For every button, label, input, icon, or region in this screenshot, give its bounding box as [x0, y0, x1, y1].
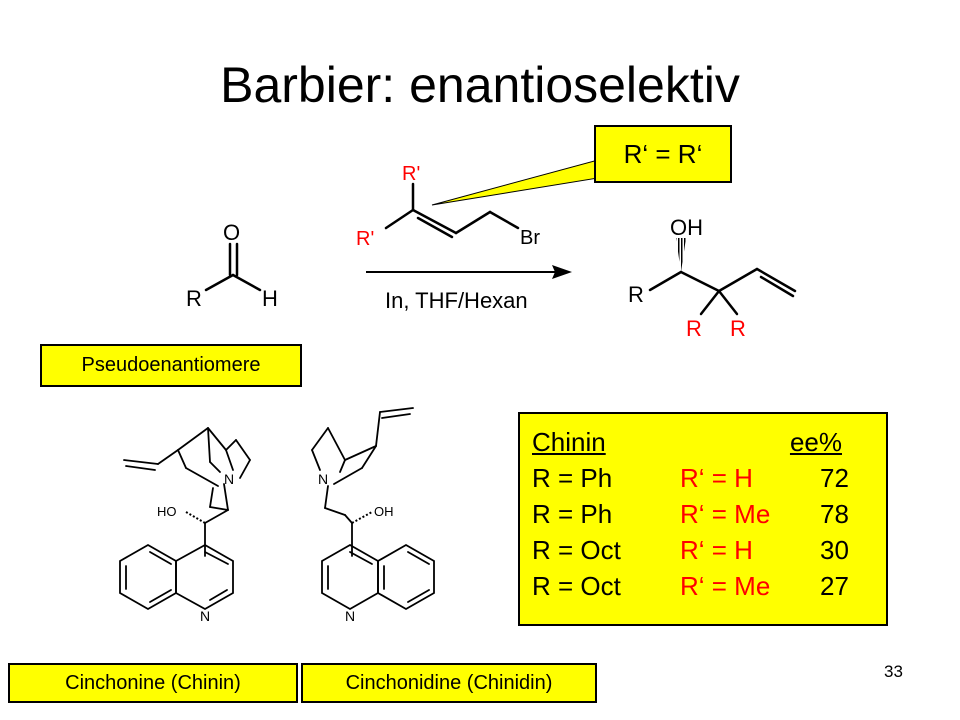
product-r-red-2: R	[730, 316, 746, 341]
product-oh: OH	[670, 215, 703, 240]
reaction-arrow	[366, 265, 572, 279]
results-table: Chinin ee% R = Ph R‘ = H 72 R = Ph R‘ = …	[518, 412, 888, 626]
cell-rprime: R‘ = Me	[680, 570, 771, 601]
callout-box: R‘ = R‘	[594, 125, 732, 183]
aldehyde-o: O	[223, 220, 240, 245]
cell-ee: 78	[820, 498, 849, 529]
cinchonidine-structure	[311, 407, 435, 611]
cell-r: R = Oct	[532, 534, 621, 565]
cinchonine-structure	[119, 427, 251, 611]
table-row: R = Oct R‘ = H 30	[532, 532, 874, 568]
cell-ee: 72	[820, 462, 849, 493]
reagent-br: Br	[520, 227, 540, 249]
cell-r: R = Ph	[532, 498, 613, 529]
pseudoenantiomere-label: Pseudoenantiomere	[40, 344, 302, 387]
cinchonine-label: Cinchonine (Chinin)	[8, 663, 298, 703]
header-chinin: Chinin	[532, 426, 606, 457]
reagent-r-left: R'	[356, 228, 374, 250]
callout-pointer	[431, 159, 599, 206]
cell-r: R = Oct	[532, 570, 621, 601]
header-ee: ee%	[789, 426, 842, 457]
cinchonidine-n-ring: N	[345, 608, 355, 624]
cinchonidine-label: Cinchonidine (Chinidin)	[301, 663, 597, 703]
product-r-red-1: R	[686, 316, 702, 341]
cinchonidine-oh: OH	[374, 504, 394, 519]
cinchonine-n-bridge: N	[224, 471, 234, 487]
table-row: R = Oct R‘ = Me 27	[532, 568, 874, 604]
reagent-r-top: R'	[402, 163, 420, 185]
cinchonine-n-ring: N	[200, 608, 210, 624]
product-structure	[648, 267, 797, 316]
cell-r: R = Ph	[532, 462, 613, 493]
allyl-bromide-structure	[384, 182, 520, 239]
cinchonidine-hashed-bond	[351, 511, 373, 524]
page-number: 33	[884, 662, 903, 681]
cell-ee: 27	[820, 570, 849, 601]
aldehyde-r: R	[186, 286, 202, 311]
cell-rprime: R‘ = Me	[680, 498, 771, 529]
product-hashed-bond	[676, 238, 686, 272]
cell-rprime: R‘ = H	[680, 462, 753, 493]
cinchonine-ho: HO	[157, 504, 177, 519]
aldehyde-structure	[204, 242, 262, 292]
table-header: Chinin ee%	[532, 424, 874, 460]
table-row: R = Ph R‘ = H 72	[532, 460, 874, 496]
cinchonine-hashed-bond	[185, 511, 206, 524]
reaction-conditions: In, THF/Hexan	[385, 288, 528, 313]
cell-ee: 30	[820, 534, 849, 565]
aldehyde-h: H	[262, 286, 278, 311]
table-row: R = Ph R‘ = Me 78	[532, 496, 874, 532]
slide-title: Barbier: enantioselektiv	[220, 57, 740, 113]
product-r: R	[628, 282, 644, 307]
cell-rprime: R‘ = H	[680, 534, 753, 565]
cinchonidine-n-bridge: N	[318, 471, 328, 487]
